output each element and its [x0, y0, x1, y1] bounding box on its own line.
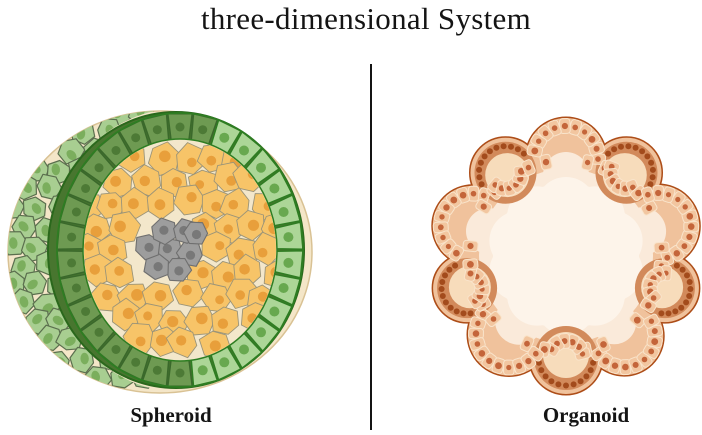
vertical-divider	[370, 64, 372, 430]
spheroid-epithelial-ring	[56, 112, 304, 388]
organoid-epithelial-cells	[432, 118, 700, 376]
spheroid-label: Spheroid	[130, 403, 212, 427]
figure-title: three-dimensional System	[200, 1, 532, 36]
spheroid-illustration	[0, 97, 313, 394]
organoid-lumen-center	[489, 177, 643, 335]
spheroid-necrotic-core	[135, 217, 209, 282]
organoid-label: Organoid	[542, 403, 630, 427]
spheroid-proliferating-cells	[84, 140, 276, 360]
organoid-illustration	[431, 116, 701, 396]
